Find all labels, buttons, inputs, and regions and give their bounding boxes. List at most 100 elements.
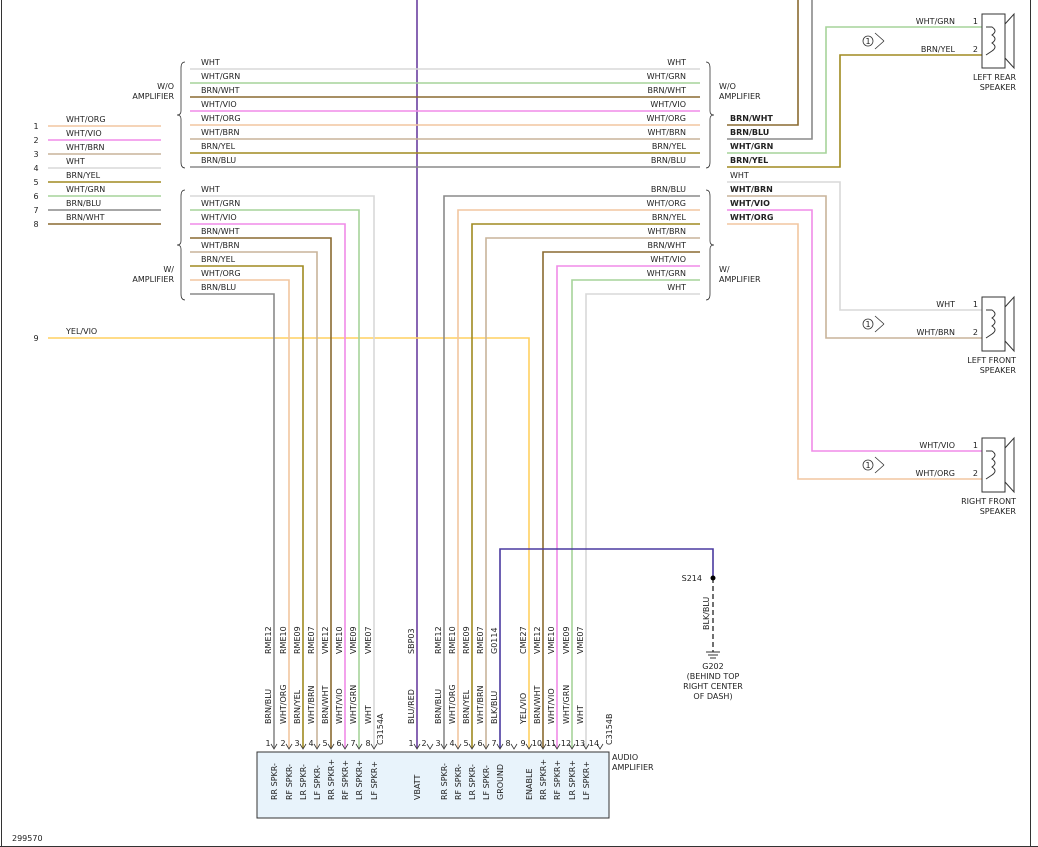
harness-wire-label: WHT — [667, 58, 686, 67]
ground-location: RIGHT CENTER — [683, 682, 743, 691]
speaker-body — [981, 437, 1006, 493]
pin-chevron — [285, 743, 293, 750]
left-pin-wire-label: WHT/GRN — [66, 185, 105, 194]
amp-pin-function: RF SPKR+ — [553, 760, 562, 800]
amp-pin-wire: WHT/BRN — [476, 685, 485, 724]
amp-pin-number: 1 — [408, 739, 413, 748]
speaker-body — [981, 13, 1006, 69]
output-wire-label: WHT/ORG — [730, 213, 773, 222]
twist-mark — [874, 315, 885, 325]
amp-pin-number: 10 — [532, 739, 542, 748]
pin-chevron — [313, 743, 321, 750]
speaker-name: LEFT REAR — [973, 73, 1016, 82]
harness-wire-label: WHT/ORG — [201, 269, 241, 278]
amp-pin-function: LR SPKR- — [468, 764, 477, 800]
speaker-name: SPEAKER — [980, 83, 1017, 92]
callout-number: 1 — [865, 461, 870, 470]
speaker-icon — [1004, 295, 1015, 353]
amp-input-wire — [190, 223, 346, 748]
connector-id: C3154B — [605, 714, 614, 745]
harness-wire-label: WHT/BRN — [647, 128, 686, 137]
amp-pin-circuit: VME07 — [576, 626, 585, 654]
amp-pin-number: 1 — [265, 739, 270, 748]
left-pin-wire-label: BRN/YEL — [66, 171, 101, 180]
amp-pin-function: RR SPKR+ — [539, 759, 548, 800]
amp-pin-wire: WHT/GRN — [349, 685, 358, 724]
amp-pin-function: RF SPKR+ — [341, 760, 350, 800]
speaker-wire-label: BRN/YEL — [921, 45, 956, 54]
amp-pin-number: 6 — [477, 739, 482, 748]
amp-output-wire — [585, 293, 700, 748]
brace-right-wo — [705, 61, 715, 169]
splice-dot — [710, 575, 716, 581]
speaker-icon — [1004, 12, 1015, 70]
harness-wire-label: BRN/BLU — [201, 156, 236, 165]
amp-pin-circuit: VME12 — [533, 626, 542, 654]
amp-pin-function: LF SPKR+ — [370, 761, 379, 800]
amp-pin-number: 5 — [463, 739, 468, 748]
callout-circle — [862, 459, 874, 471]
amp-pin-wire: WHT — [364, 705, 373, 724]
harness-wire-label: WHT/BRN — [647, 227, 686, 236]
pin-chevron — [454, 743, 462, 750]
wires-layer — [48, 0, 982, 748]
pin-chevron — [370, 743, 378, 750]
brace-left-w — [176, 189, 186, 301]
harness-wire-label: BRN/YEL — [652, 142, 687, 151]
amp-pin-circuit: VME07 — [364, 626, 373, 654]
amp-input-wire — [190, 293, 275, 748]
amp-pin-wire: WHT/VIO — [335, 688, 344, 724]
amp-pin-wire: WHT/BRN — [307, 685, 316, 724]
output-wire — [727, 0, 813, 140]
pin-chevron — [568, 743, 576, 750]
right-front-neg-wire — [727, 223, 982, 480]
amplifier-name: AUDIO — [612, 753, 638, 762]
brace-left-wo — [176, 61, 186, 169]
speaker-coil — [985, 26, 996, 56]
callout-number: 1 — [865, 37, 870, 46]
harness-wire-label: BRN/WHT — [201, 227, 240, 236]
amp-pin-number: 13 — [575, 739, 585, 748]
amp-output-wire — [443, 195, 700, 748]
right-front-pos-wire — [727, 209, 982, 452]
harness-wire-label: WHT/GRN — [201, 199, 240, 208]
amp-pin-circuit: RME09 — [293, 626, 302, 654]
pin-chevron — [341, 743, 349, 750]
speaker-wire-label: WHT/BRN — [916, 328, 955, 337]
amp-output-wire — [485, 237, 700, 748]
amp-pin-function: LF SPKR- — [482, 765, 491, 800]
left-rear-pos-wire — [727, 26, 982, 154]
speaker-icon — [1004, 436, 1015, 494]
amp-pin-wire: BRN/YEL — [293, 689, 302, 724]
harness-wire-label: BRN/WHT — [647, 86, 686, 95]
twist-mark — [874, 32, 885, 42]
left-pin-number: 4 — [33, 164, 38, 173]
amp-pin-circuit: G0114 — [490, 627, 499, 654]
left-pin-wire-label: YEL/VIO — [65, 327, 97, 336]
speaker-pin-number: 1 — [973, 300, 978, 309]
amp-pin-wire: WHT/GRN — [562, 685, 571, 724]
amp-pin-function: LR SPKR+ — [568, 760, 577, 800]
left-pin-number: 1 — [33, 122, 38, 131]
output-wire-label: WHT — [730, 171, 749, 180]
amp-pin-circuit: RME12 — [434, 626, 443, 654]
callout-circle — [862, 318, 874, 330]
ground-wire-label: BLK/BLU — [702, 597, 711, 630]
amp-pin-circuit: RME10 — [448, 626, 457, 654]
ground-location: OF DASH) — [693, 692, 732, 701]
pin-chevron — [468, 743, 476, 750]
amp-pin-wire: BRN/BLU — [434, 689, 443, 724]
amp-pin-circuit: VME10 — [547, 626, 556, 654]
speaker-pin-number: 2 — [973, 45, 978, 54]
left-pin-number: 7 — [33, 206, 38, 215]
amp-pin-wire: WHT/VIO — [547, 688, 556, 724]
group-label-w: W/ — [163, 265, 174, 274]
amp-pin-number: 2 — [280, 739, 285, 748]
pin-chevron — [426, 743, 434, 750]
figure-id: 299570 — [12, 834, 43, 843]
harness-wire-label: BRN/YEL — [652, 213, 687, 222]
amp-pin-number: 14 — [589, 739, 599, 748]
amp-pin-function: LF SPKR- — [313, 765, 322, 800]
group-label-w: W/ — [719, 265, 730, 274]
amp-pin-wire: BLK/BLU — [490, 691, 499, 724]
